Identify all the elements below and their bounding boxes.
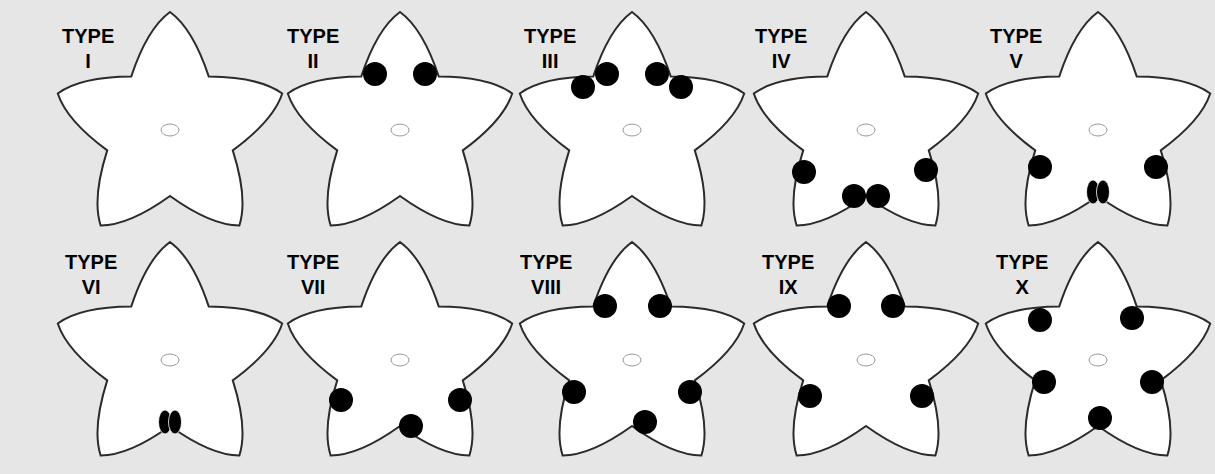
gland-dot (910, 384, 934, 408)
type-label: TYPE V (990, 24, 1042, 74)
gland-dot (881, 294, 905, 318)
center-pore (623, 124, 641, 136)
gland-dot (571, 75, 595, 99)
gland-dot (363, 62, 387, 86)
gland-dot (1140, 370, 1164, 394)
star-outline (288, 12, 512, 225)
gland-dot (413, 62, 437, 86)
star-figure (288, 12, 512, 225)
star-outline (520, 242, 744, 455)
gland-dot (1120, 306, 1144, 330)
gland-dot (448, 388, 472, 412)
star-outline (754, 242, 978, 455)
center-pore (1089, 354, 1107, 366)
star-figure (58, 12, 282, 225)
gland-dot (866, 184, 890, 208)
star-figure (754, 12, 978, 225)
gland-dot (562, 380, 586, 404)
gland-dot (842, 184, 866, 208)
center-pore (161, 354, 179, 366)
gland-dot (1088, 406, 1112, 430)
center-pore (857, 124, 875, 136)
type-label: TYPE VII (287, 250, 339, 300)
gland-dot (329, 388, 353, 412)
gland-dot (648, 294, 672, 318)
center-pore (1089, 124, 1107, 136)
star-figure (288, 242, 512, 455)
star-outline (986, 12, 1210, 225)
type-label: TYPE VI (65, 250, 117, 300)
star-figure (58, 242, 282, 455)
gland-dot (678, 380, 702, 404)
star-outline (520, 12, 744, 225)
gland-dot (595, 62, 619, 86)
gland-dot (669, 75, 693, 99)
twin-gland (1097, 180, 1110, 204)
star-figure (520, 12, 744, 225)
star-figure (986, 12, 1210, 225)
center-pore (623, 354, 641, 366)
gland-dot (1032, 370, 1056, 394)
gland-dot (1144, 155, 1168, 179)
gland-dot (827, 294, 851, 318)
twin-gland (169, 410, 182, 434)
gland-dot (1028, 308, 1052, 332)
star-outline (986, 242, 1210, 455)
center-pore (391, 354, 409, 366)
gland-dot (914, 158, 938, 182)
gland-dot (399, 414, 423, 438)
type-label: TYPE VIII (520, 250, 572, 300)
gland-dot (798, 384, 822, 408)
star-outline (288, 242, 512, 455)
star-figure (986, 242, 1210, 455)
gland-dot (1028, 155, 1052, 179)
type-label: TYPE III (524, 24, 576, 74)
gland-dot (633, 410, 657, 434)
type-label: TYPE II (287, 24, 339, 74)
center-pore (161, 124, 179, 136)
type-label: TYPE X (996, 250, 1048, 300)
star-figure (754, 242, 978, 455)
gland-dot (792, 160, 816, 184)
star-outline (58, 242, 282, 455)
gland-dot (593, 294, 617, 318)
gland-dot (645, 62, 669, 86)
center-pore (391, 124, 409, 136)
type-label: TYPE IV (755, 24, 807, 74)
center-pore (857, 354, 875, 366)
star-outline (754, 12, 978, 225)
type-label: TYPE IX (762, 250, 814, 300)
star-outline (58, 12, 282, 225)
star-figure (520, 242, 744, 455)
type-label: TYPE I (62, 24, 114, 74)
